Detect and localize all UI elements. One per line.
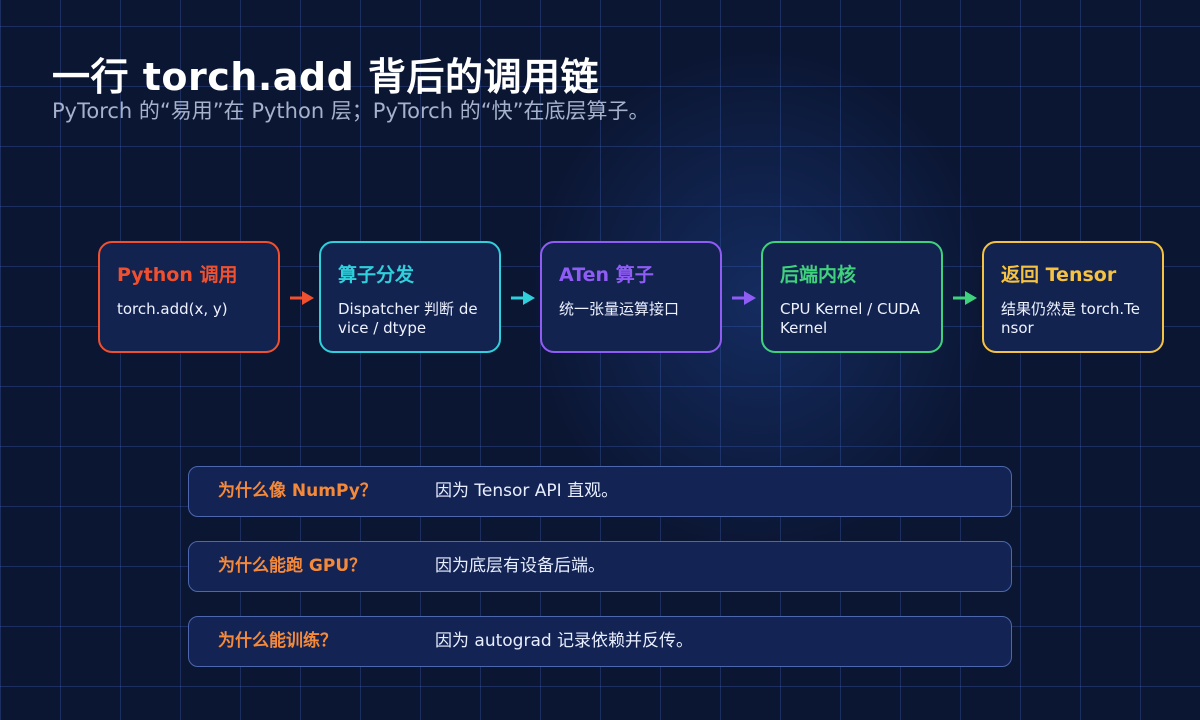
step-description: torch.add(x, y) [117,300,228,318]
right-arrow-icon [732,291,756,305]
qa-question: 为什么能训练？ [218,631,337,651]
step-title: Python 调用 [117,264,238,286]
step-title: 后端内核 [780,264,857,286]
step-python-call: Python 调用 torch.add(x, y) [98,241,280,353]
qa-row-gpu: 为什么能跑 GPU？ 因为底层有设备后端。 [188,541,1012,592]
right-arrow-icon [953,291,977,305]
page-subtitle: PyTorch 的“易用”在 Python 层；PyTorch 的“快”在底层算… [52,99,650,123]
step-title: ATen 算子 [559,264,654,286]
step-description: 结果仍然是 torch.Tensor [1001,300,1141,337]
qa-row-numpy: 为什么像 NumPy？ 因为 Tensor API 直观。 [188,466,1012,517]
qa-answer: 因为 autograd 记录依赖并反传。 [435,631,694,651]
right-arrow-icon [511,291,535,305]
qa-answer: 因为 Tensor API 直观。 [435,481,619,501]
step-description: 统一张量运算接口 [559,300,680,318]
step-return-tensor: 返回 Tensor 结果仍然是 torch.Tensor [982,241,1164,353]
right-arrow-icon [290,291,314,305]
step-description: Dispatcher 判断 device / dtype [338,300,478,337]
qa-question: 为什么能跑 GPU？ [218,556,367,576]
step-description: CPU Kernel / CUDA Kernel [780,300,920,337]
qa-answer: 因为底层有设备后端。 [435,556,605,576]
step-title: 算子分发 [338,264,415,286]
step-title: 返回 Tensor [1001,264,1117,286]
qa-row-training: 为什么能训练？ 因为 autograd 记录依赖并反传。 [188,616,1012,667]
page-title: 一行 torch.add 背后的调用链 [52,55,600,99]
step-dispatcher: 算子分发 Dispatcher 判断 device / dtype [319,241,501,353]
qa-question: 为什么像 NumPy？ [218,481,377,501]
step-aten-operator: ATen 算子 统一张量运算接口 [540,241,722,353]
step-backend-kernel: 后端内核 CPU Kernel / CUDA Kernel [761,241,943,353]
